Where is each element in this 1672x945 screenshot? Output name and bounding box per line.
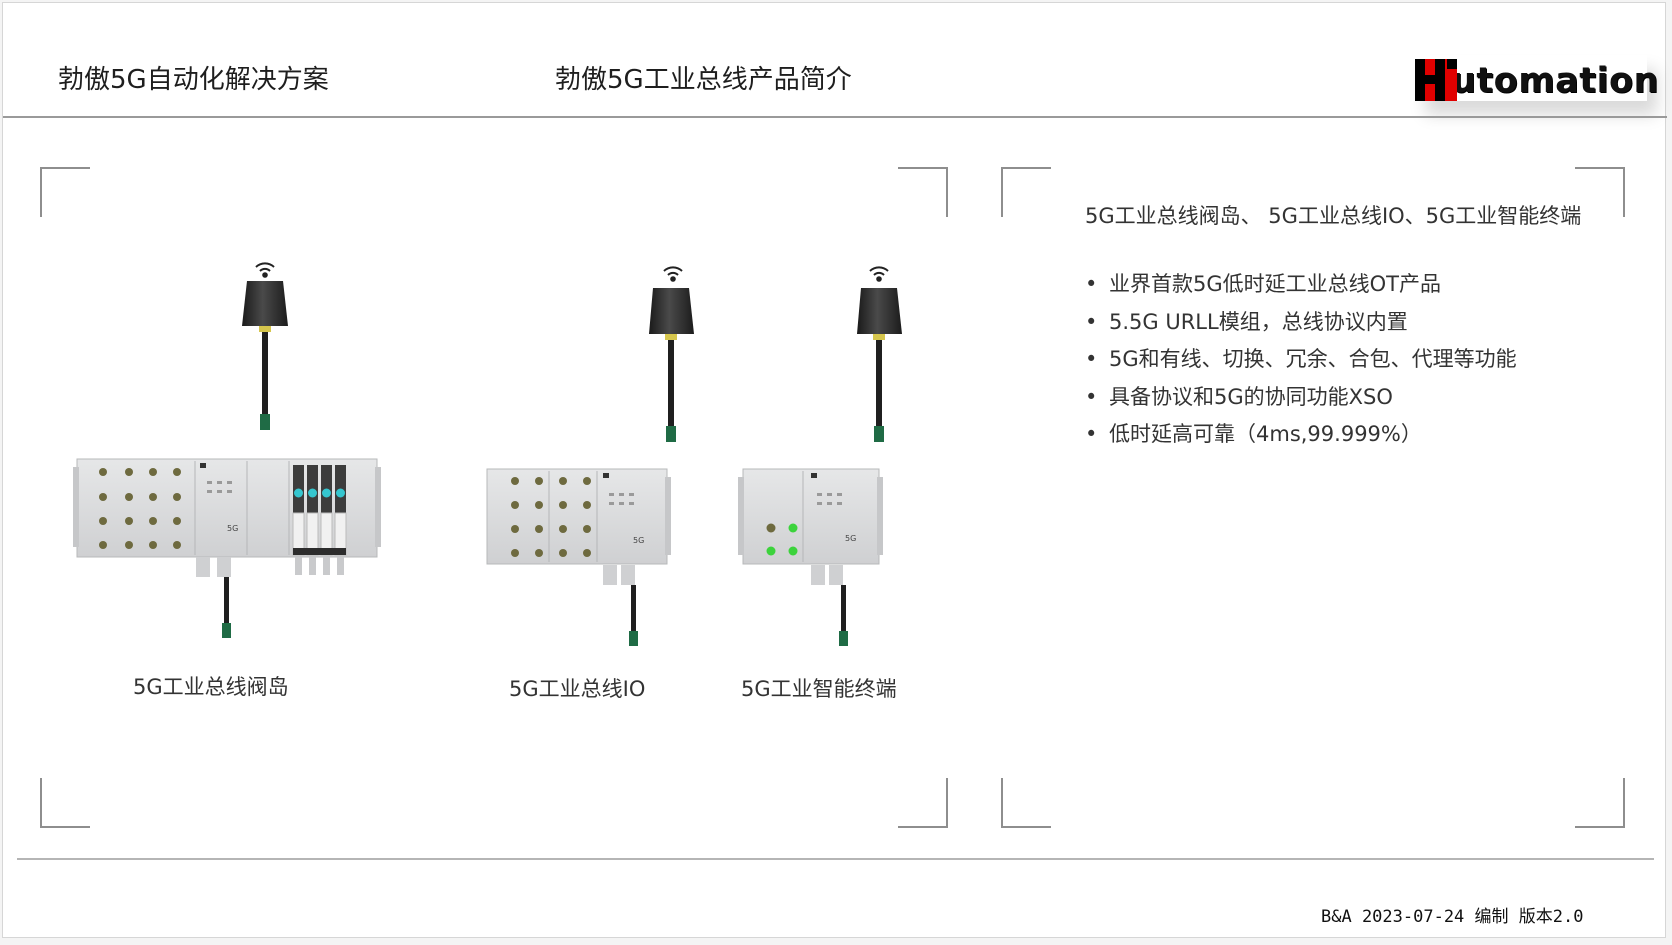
header-divider bbox=[3, 116, 1667, 118]
feature-list: 业界首款5G低时延工业总线OT产品 5.5G URLL模组，总线协议内置 5G和… bbox=[1085, 271, 1517, 459]
deck-title: 勃傲5G自动化解决方案 bbox=[58, 65, 329, 95]
wifi-icon bbox=[663, 266, 683, 282]
right-panel-corner-br bbox=[1575, 778, 1625, 828]
wifi-icon bbox=[869, 266, 889, 282]
right-panel-corner-bl bbox=[1001, 778, 1051, 828]
product-caption-io: 5G工业总线IO bbox=[509, 677, 646, 701]
io-module-device: 5G bbox=[486, 266, 694, 646]
feature-item: 业界首款5G低时延工业总线OT产品 bbox=[1085, 271, 1517, 309]
valve-island-device: 5G bbox=[73, 262, 381, 638]
footer-version: B&A 2023-07-24 编制 版本2.0 bbox=[1321, 907, 1584, 927]
feature-item: 5G和有线、切换、冗余、合包、代理等功能 bbox=[1085, 346, 1517, 384]
left-panel-corner-tl bbox=[40, 167, 90, 217]
feature-item: 5.5G URLL模组，总线协议内置 bbox=[1085, 309, 1517, 347]
5g-mark-icon: 5G bbox=[227, 524, 238, 533]
left-panel-corner-bl bbox=[40, 778, 90, 828]
logo-h-icon bbox=[1415, 59, 1457, 101]
product-caption-terminal: 5G工业智能终端 bbox=[741, 677, 897, 701]
antenna-icon bbox=[857, 288, 902, 442]
5g-mark-icon: 5G bbox=[633, 536, 644, 545]
footer-divider bbox=[17, 858, 1654, 860]
logo-wordmark: utomation bbox=[1451, 61, 1659, 101]
antenna-icon bbox=[649, 288, 694, 442]
left-panel-corner-br bbox=[898, 778, 948, 828]
right-panel-corner-tl bbox=[1001, 167, 1051, 217]
antenna-icon bbox=[242, 281, 288, 430]
brand-logo: utomation bbox=[1415, 55, 1658, 101]
slide-title: 勃傲5G工业总线产品简介 bbox=[555, 65, 852, 95]
feature-item: 具备协议和5G的协同功能XSO bbox=[1085, 384, 1517, 422]
wifi-icon bbox=[255, 262, 275, 278]
product-illustrations: 5G bbox=[73, 262, 902, 646]
left-panel-corner-tr bbox=[898, 167, 948, 217]
product-caption-valve-island: 5G工业总线阀岛 bbox=[133, 675, 289, 699]
detail-heading: 5G工业总线阀岛、 5G工业总线IO、5G工业智能终端 bbox=[1085, 204, 1582, 228]
5g-mark-icon: 5G bbox=[845, 534, 856, 543]
right-panel-corner-tr bbox=[1575, 167, 1625, 217]
smart-terminal-device: 5G bbox=[738, 266, 902, 646]
feature-item: 低时延高可靠（4ms,99.999%） bbox=[1085, 421, 1517, 459]
